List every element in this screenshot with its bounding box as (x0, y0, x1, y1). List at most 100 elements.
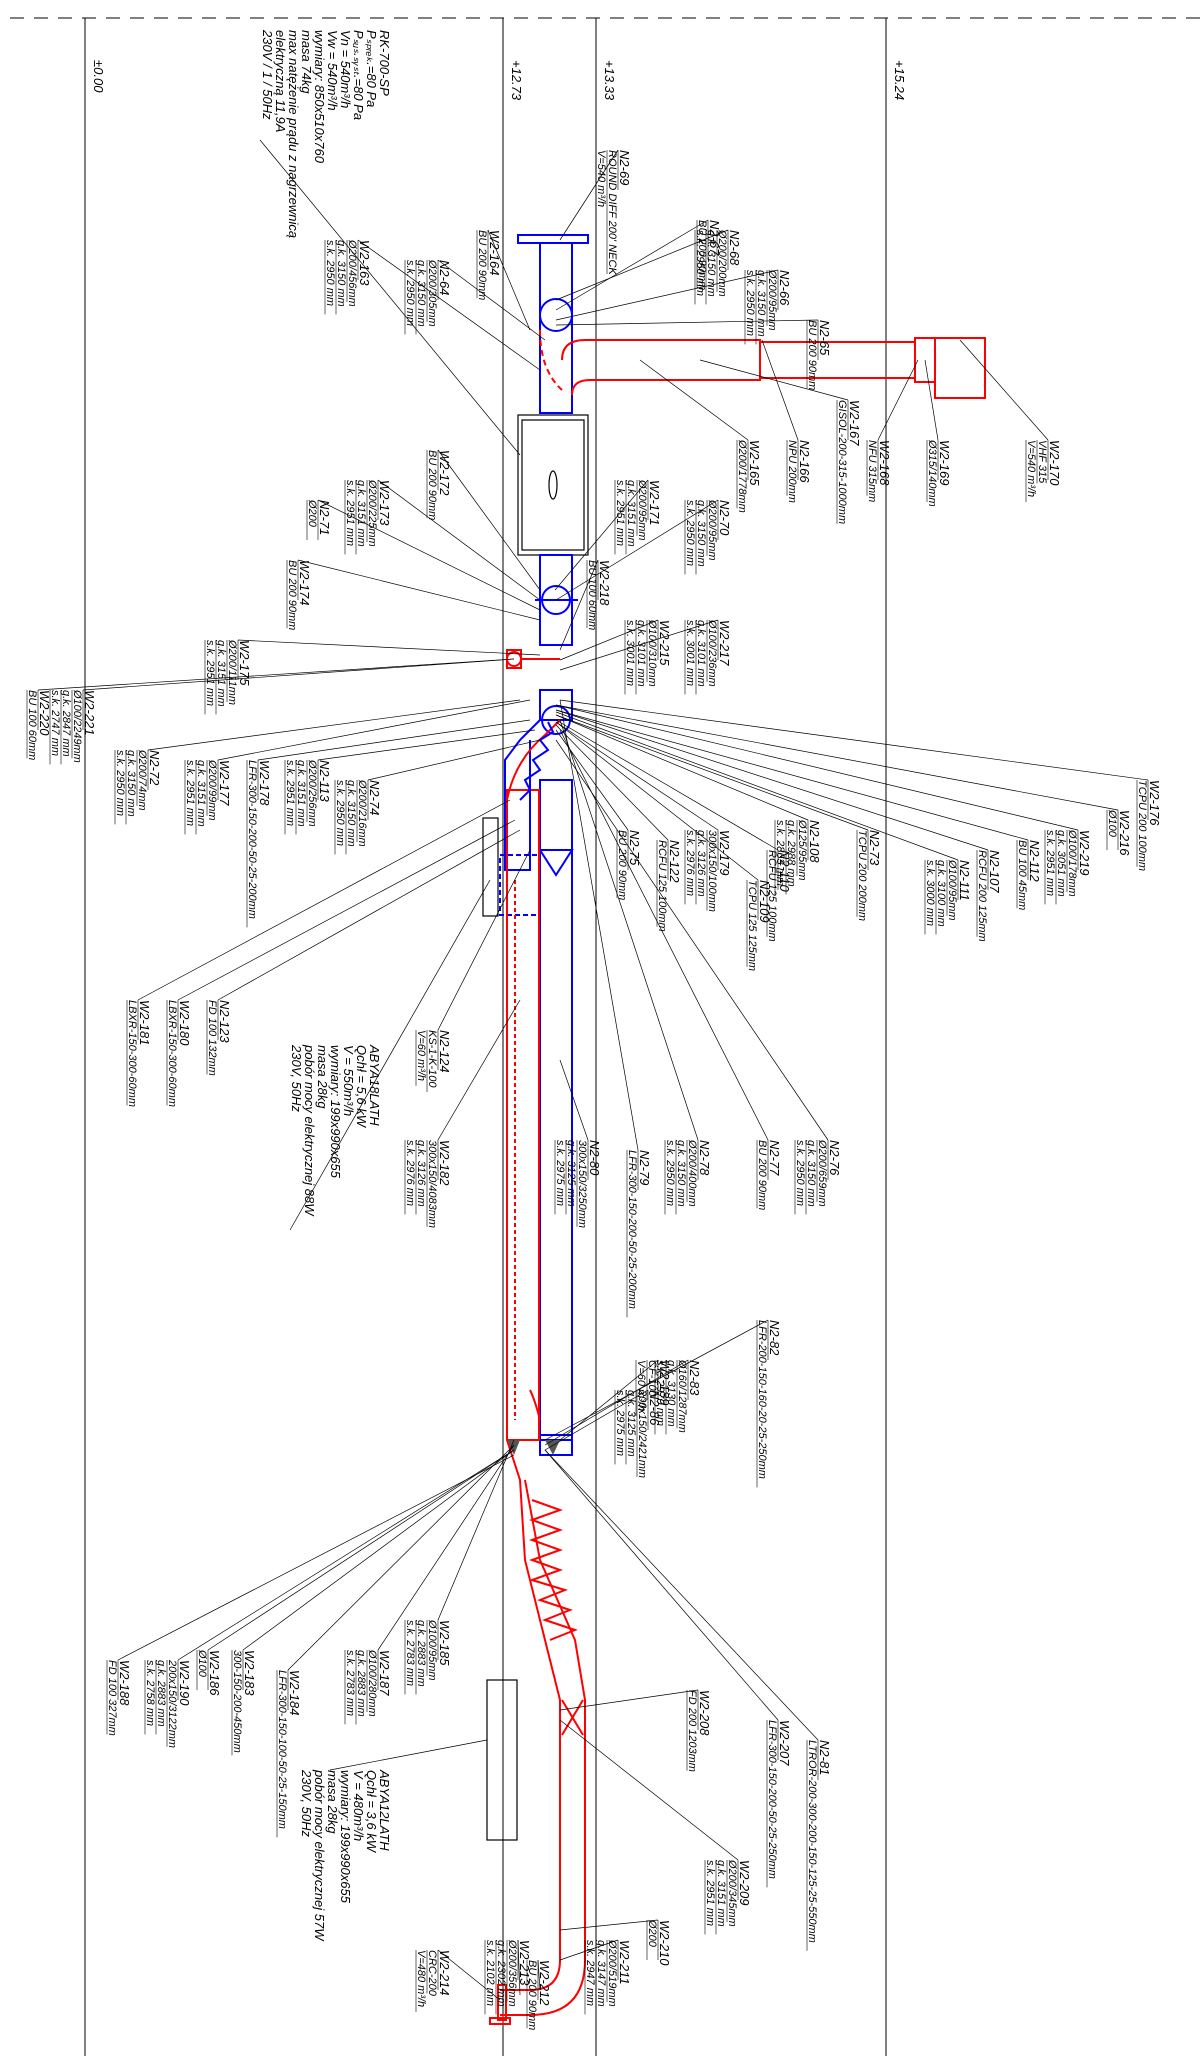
leader-line (237, 639, 541, 656)
label-detail: NFU 315mm (866, 440, 878, 502)
label-detail: FD 200 1203mm (686, 1690, 698, 1772)
label-detail: Ø200/356mm (506, 1939, 518, 2007)
label-detail: Ø100/310mm (646, 619, 658, 687)
spec-line: 230V, 50Hz (289, 1044, 304, 1112)
leader-line (555, 721, 759, 881)
leader-line (137, 799, 511, 1001)
leader-line (242, 1449, 515, 1651)
label-detail: BU 100 60mm (586, 560, 598, 630)
label-detail: FD 100 327mm (106, 1660, 118, 1736)
label-id: N2-78 (697, 1140, 712, 1176)
label-id: N2-110 (777, 850, 792, 892)
label-detail: Ø100 (196, 1649, 208, 1678)
label-detail: g.k. 3150 mm (345, 780, 357, 847)
label-detail: LFR-300-150-200-50-25-200mm (626, 1150, 638, 1309)
label-detail: g.k. 3150 mm (125, 750, 137, 817)
label-detail: Ø160/1287mm (676, 1359, 688, 1433)
label-detail: Ø100/2249mm (71, 689, 83, 763)
spec-line: V = 480m³/h (351, 1770, 366, 1841)
label-detail: g.k. 3151 mm (295, 760, 307, 827)
leader-line (544, 1389, 649, 1451)
label-id: W2-216 (1117, 810, 1132, 856)
label-id: W2-176 (1147, 780, 1162, 826)
supply-duct-blue (499, 234, 589, 1456)
leader-line (289, 879, 491, 1231)
leader-line (377, 479, 541, 601)
leader-line (544, 1359, 689, 1446)
label-id: N2-68 (727, 230, 742, 266)
label-detail: Ø100 (1106, 809, 1118, 838)
dark-fittings (507, 1440, 560, 1455)
leader-line (177, 819, 516, 1001)
label-detail: Ø200/95mm (706, 499, 718, 561)
label-id: N2-113 (317, 760, 332, 802)
label-detail: g.k. 2988 mm (785, 820, 797, 887)
label-id: W2-172 (437, 450, 452, 496)
leader-line (257, 719, 531, 761)
label-id: W2-219 (1077, 830, 1092, 876)
label-detail: Ø200 (306, 499, 318, 528)
label-detail: s.k. 2975 mm (614, 1390, 626, 1456)
leader-line (555, 229, 729, 301)
label-id: N2-122 (667, 840, 682, 883)
label-detail: g.k. 3150 mm (695, 500, 707, 567)
label-id: W2-186 (207, 1650, 222, 1696)
label-id: N2-66 (777, 270, 792, 306)
label-detail: g.k. 3126 mm (415, 1140, 427, 1207)
label-detail: TCPU 200 200mm (856, 830, 868, 921)
label-detail: VHF 315 (1036, 440, 1048, 484)
label-detail: s.k. 2950 mm (664, 1140, 676, 1206)
label-detail: s.k. 2970 mm (654, 1360, 666, 1426)
label-id: N2-108 (807, 820, 822, 863)
label-detail: LFR-200-150-160-20-25-250mm (756, 1320, 768, 1479)
spec-line: Qchł = 5,6 kW (354, 1045, 369, 1129)
leader-line (317, 729, 536, 761)
label-detail: g.k. 3151 mm (215, 640, 227, 707)
label-detail: g.k. 3151 mm (625, 480, 637, 547)
label-detail: s.k. 2951 mm (344, 480, 356, 546)
leader-line (924, 359, 939, 441)
label-id: W2-220 (37, 690, 52, 736)
spec-line: Vw = 540m³/h (325, 30, 340, 111)
label-detail: s.k. 2950 mm (744, 270, 756, 336)
spec-line: ABYA12LATH (377, 1769, 392, 1851)
label-detail: s.k. 2951 mm (704, 1860, 716, 1926)
label-id: W2-181 (137, 1000, 152, 1046)
leader-line (217, 829, 521, 1001)
leader-line (177, 1449, 515, 1661)
leader-line (559, 149, 619, 241)
label-detail: g.k. 3101 mm (635, 620, 647, 687)
spec-line: pobór mocy elektrycznej 88W (302, 1044, 317, 1217)
level-markers: ±0.00 +12.73 +13.33 +15.24 (91, 60, 907, 101)
fan-coil-unit-mid (482, 817, 499, 917)
leader-line (437, 259, 546, 341)
label-detail: BU 200 90mm (286, 560, 298, 630)
label-id: N2-81 (817, 1740, 832, 1775)
label-id: W2-180 (177, 1000, 192, 1046)
label-detail: g.k. 2883 mm (155, 1660, 167, 1727)
label-detail: GISOL-200-315-1000mm (836, 400, 848, 524)
label-detail: V=60 m³/h (635, 1360, 647, 1411)
label-detail: Ø200/95mm (766, 269, 778, 331)
label-detail: Ø100/178mm (1066, 829, 1078, 897)
leader-line (959, 339, 1049, 441)
label-detail: g.k. 3125 mm (625, 1390, 637, 1457)
leader-line (437, 1439, 515, 1621)
